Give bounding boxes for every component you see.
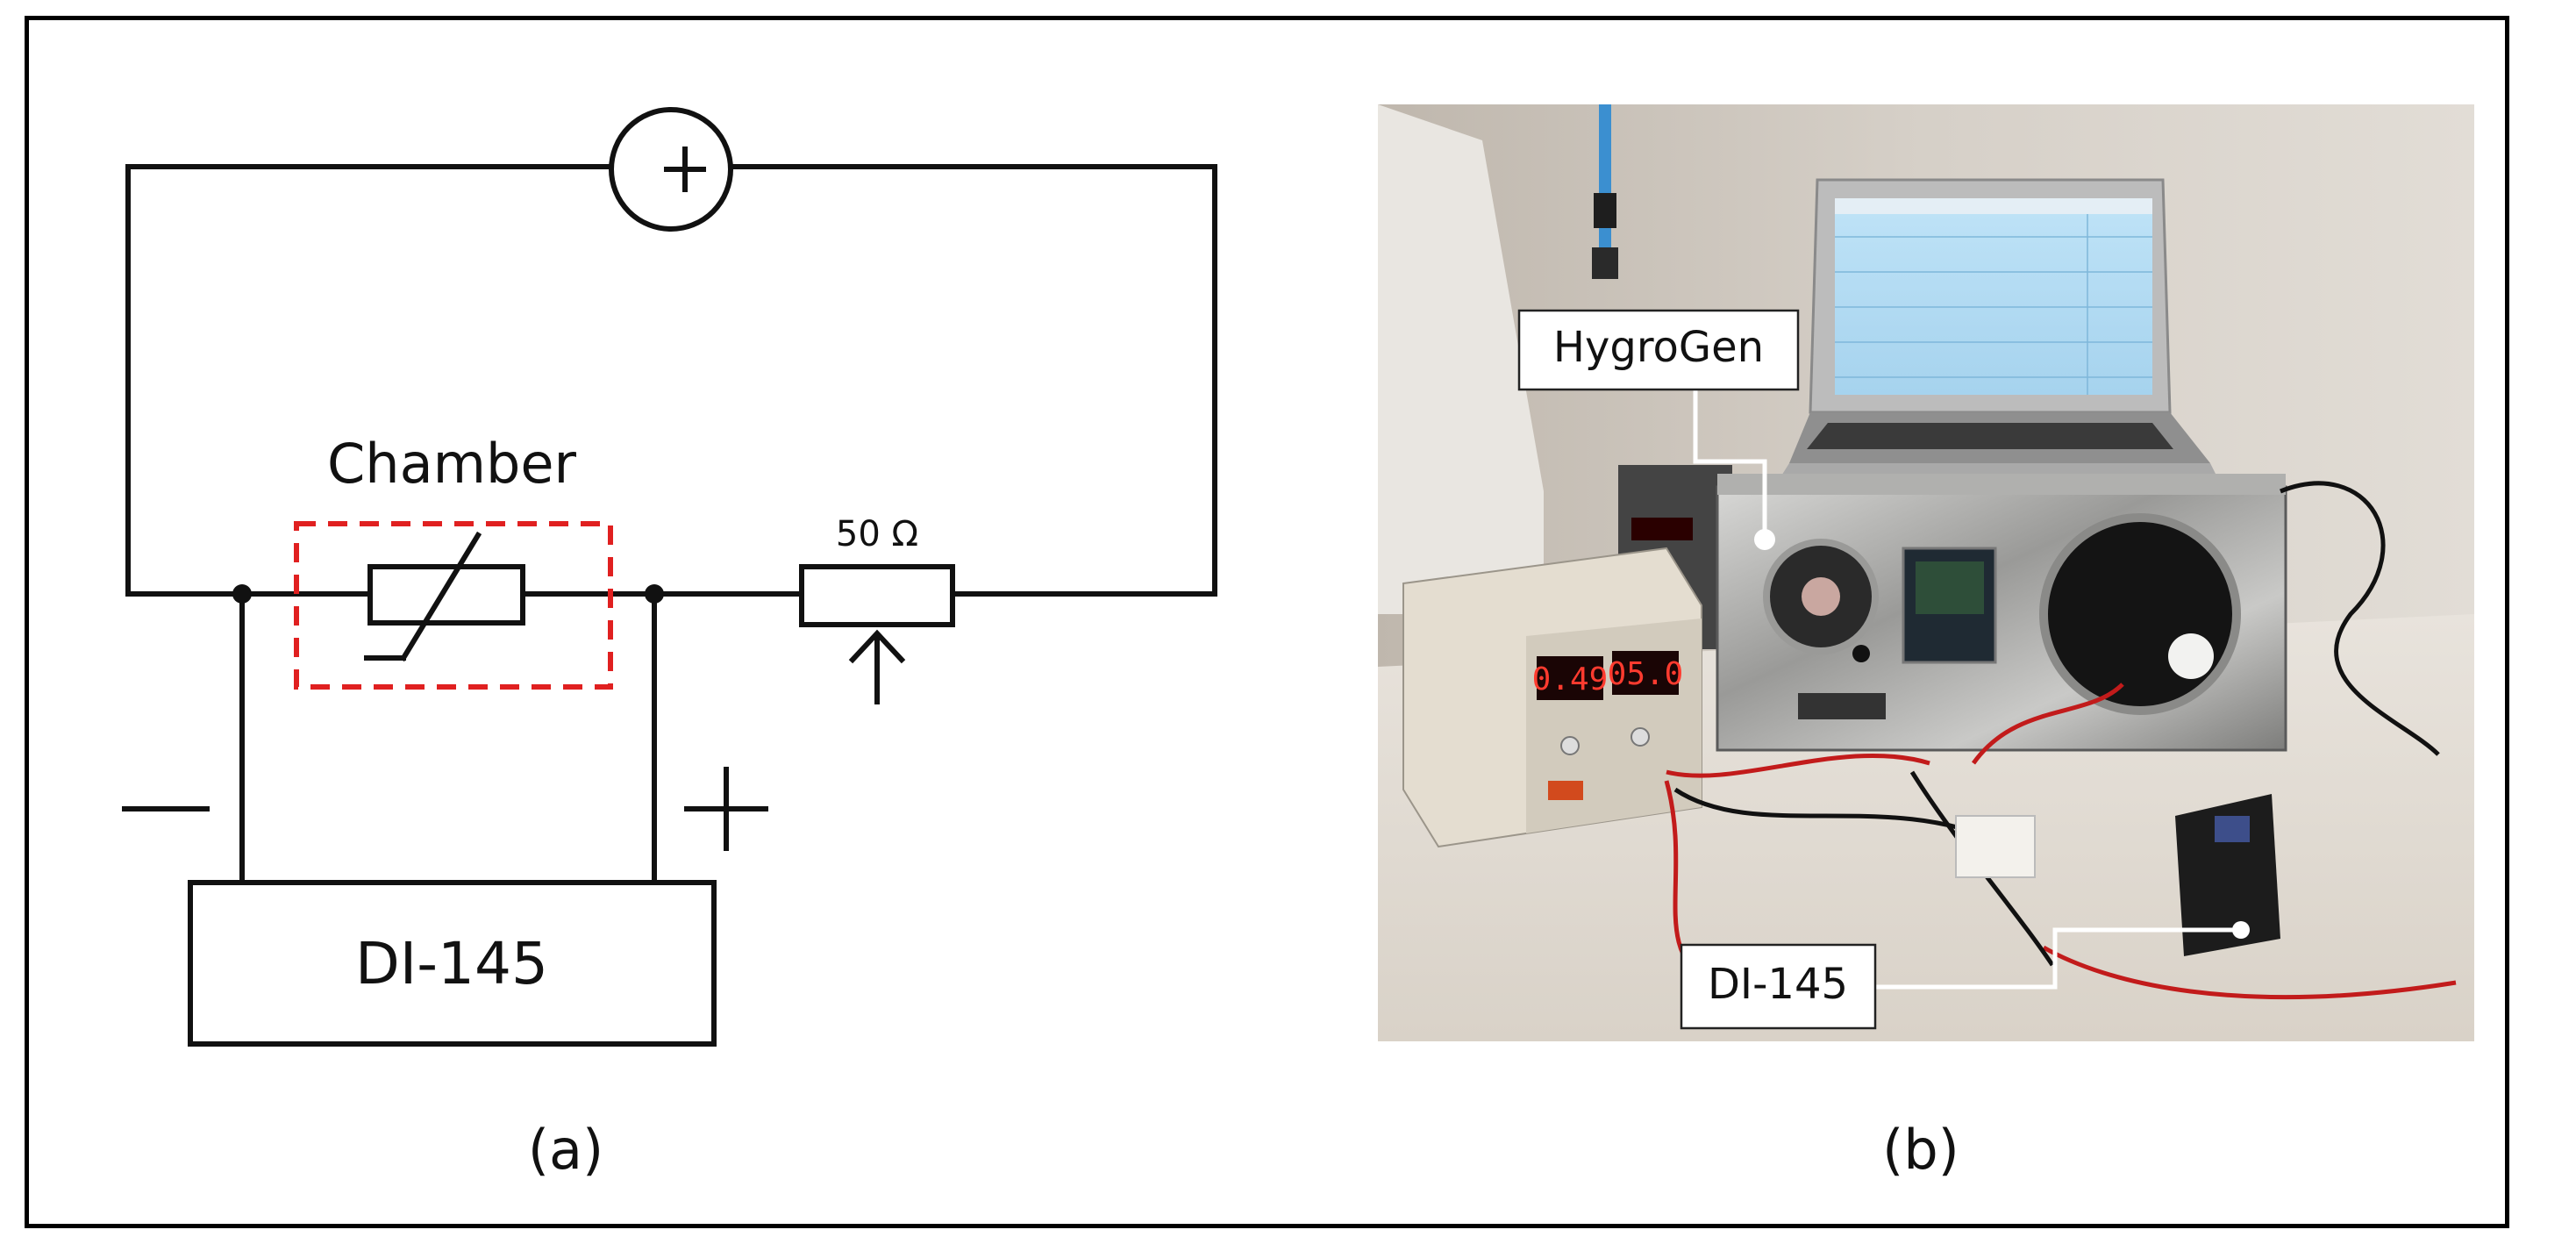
photo-laptop-keyboard (1807, 423, 2173, 449)
circuit-diagram (122, 107, 1217, 1047)
photo-hygrogen-port-right (2039, 513, 2241, 715)
caption-a: (a) (528, 1118, 603, 1182)
potentiometer (799, 564, 955, 627)
di145-label: DI-145 (355, 930, 548, 997)
hygrogen-label: HygroGen (1553, 323, 1764, 372)
junction-left (232, 584, 252, 604)
photo-pipe-fitting (1592, 247, 1618, 279)
photo-hygrogen-controller-screen (1916, 561, 1984, 614)
chamber-label: Chamber (327, 432, 576, 496)
photo-supply-display-left: 0.49 (1532, 661, 1609, 697)
chamber-dashed-box (294, 521, 613, 690)
photo-supply-knob-1 (1560, 736, 1580, 755)
di145-callout-dot (2232, 921, 2250, 939)
di145-photo-label: DI-145 (1708, 960, 1848, 1009)
hygrogen-callout-dot (1754, 529, 1775, 550)
photo-laptop-grid (1835, 211, 2152, 395)
photo-di145-device (2175, 794, 2280, 956)
photo-blue-pipe (1599, 104, 1611, 262)
photo-hygrogen-knob (1852, 645, 1870, 662)
photo-hygrogen-logo (1798, 693, 1886, 719)
di145-photo-label-box (1680, 943, 1877, 1030)
photo-pipe-valve (1594, 193, 1616, 228)
photo-hygrogen-top (1717, 474, 2286, 495)
resistor-label: 50 Ω (836, 514, 918, 554)
photo-breadboard (1955, 815, 2036, 878)
photo-di145-badge (2215, 816, 2250, 842)
hygrogen-callout-line (1693, 390, 1767, 540)
photo-supply-knob-2 (1631, 727, 1650, 747)
sensor-variable-slash (399, 531, 482, 662)
photo-hygrogen-port-left-inner (1802, 577, 1840, 616)
photo-bench-supply-front (1526, 618, 1702, 833)
junction-right (645, 584, 664, 604)
photo-back-supply-display (1631, 518, 1693, 540)
setup-photo: 0.49 05.0 (1378, 104, 2474, 1041)
sensor-element (367, 564, 525, 626)
dc-source-symbol (609, 107, 733, 232)
photo-hygrogen-port-right-white (2168, 633, 2214, 679)
photo-supply-display-left-bg (1537, 656, 1603, 700)
photo-supply-display-right-bg (1612, 651, 1679, 695)
hygrogen-label-box (1517, 309, 1800, 391)
di145-callout-line (1875, 927, 2241, 990)
potentiometer-arrow-head (848, 629, 906, 664)
caption-b: (b) (1882, 1118, 1959, 1182)
di145-box (188, 880, 717, 1047)
photo-laptop-toolbar (1835, 198, 2152, 214)
photo-laptop-screen (1835, 198, 2152, 395)
photo-supply-switch (1548, 781, 1583, 800)
photo-white-panel (1378, 104, 1544, 614)
photo-supply-display-right: 05.0 (1608, 656, 1684, 692)
